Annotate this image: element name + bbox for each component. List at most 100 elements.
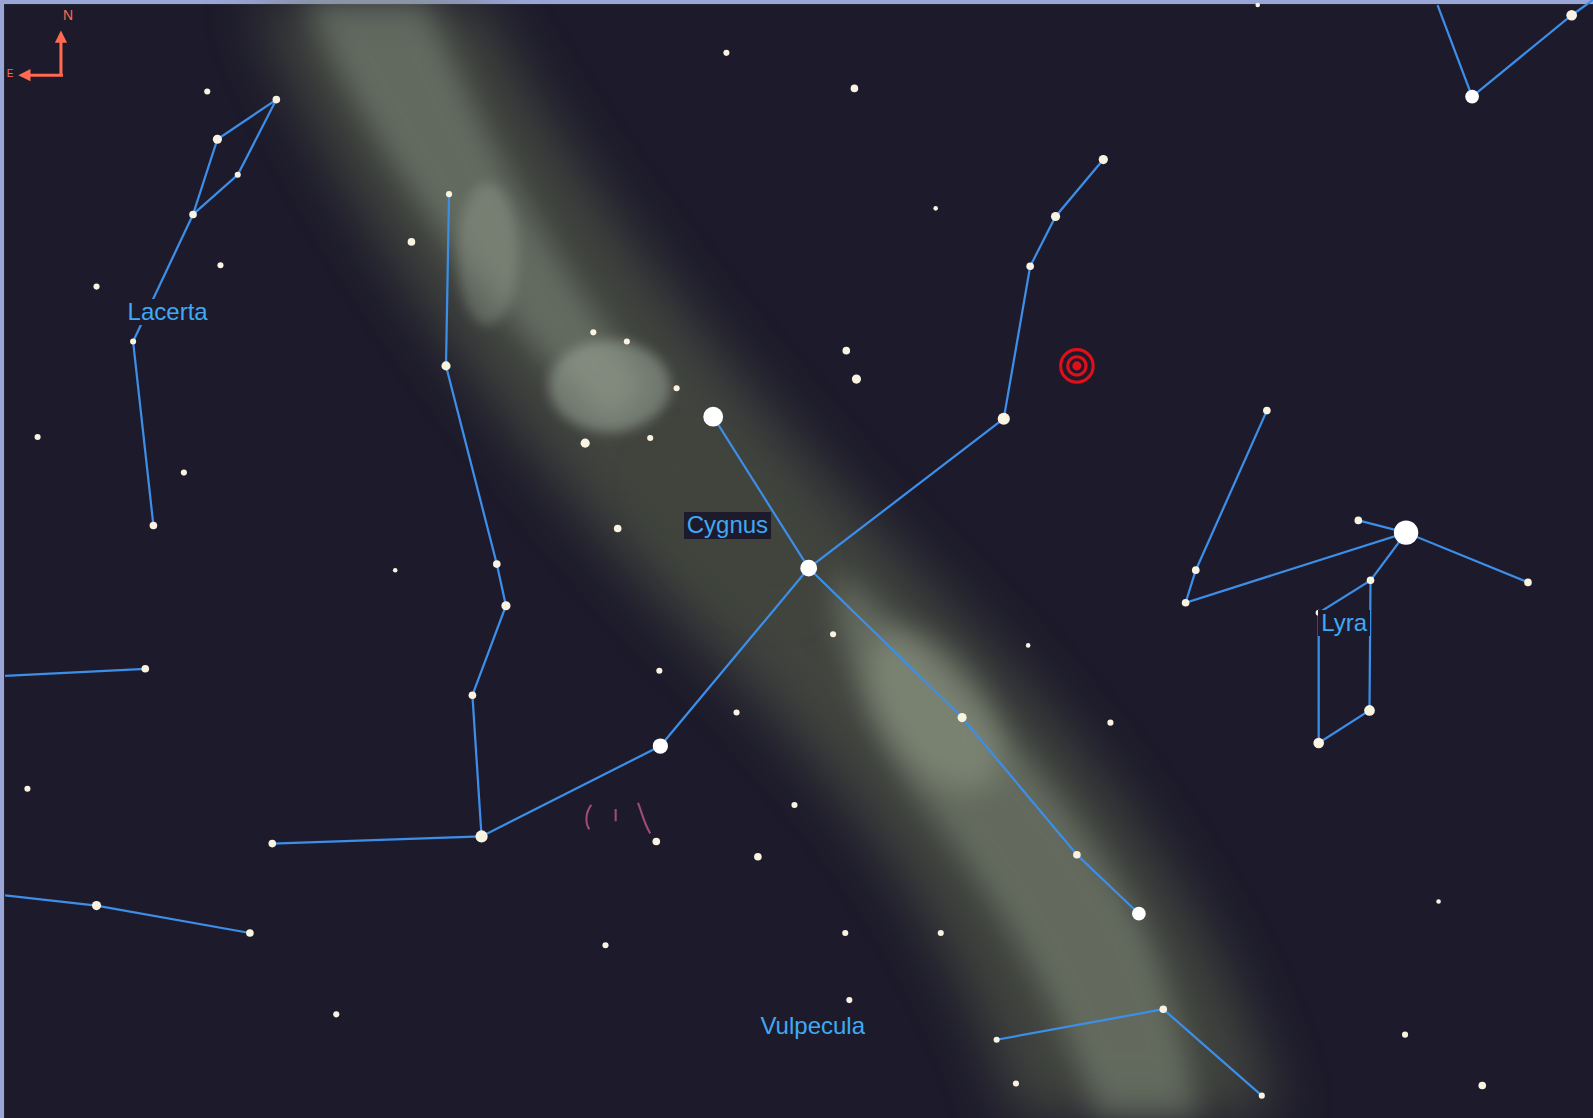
constellation-lines: [5, 0, 1593, 1096]
star: [791, 802, 797, 808]
star: [1013, 1080, 1019, 1086]
constellation-line: [1186, 411, 1528, 603]
compass: [18, 30, 67, 81]
star: [181, 470, 187, 476]
constellation-line: [997, 1009, 1262, 1095]
compass-letter: N: [63, 8, 73, 23]
star: [994, 1037, 1000, 1043]
star: [1051, 212, 1060, 221]
star: [1524, 579, 1532, 587]
constellation-name: Lacerta: [125, 299, 211, 325]
star: [1259, 1093, 1265, 1099]
star: [1465, 90, 1479, 104]
star: [1182, 599, 1190, 607]
star: [703, 407, 723, 427]
compass-letter: E: [7, 68, 14, 79]
star: [842, 347, 850, 355]
star: [846, 997, 852, 1003]
star: [1132, 907, 1146, 921]
star: [830, 631, 836, 637]
star: [1478, 1082, 1486, 1090]
star: [1566, 10, 1577, 21]
star: [501, 601, 510, 610]
star: [1255, 3, 1260, 8]
constellation-line: [5, 669, 145, 676]
star: [333, 1011, 339, 1017]
star: [723, 50, 729, 56]
star: [1099, 155, 1108, 164]
star: [590, 329, 596, 335]
star: [958, 713, 967, 722]
star: [754, 853, 762, 861]
star: [800, 560, 817, 577]
frame-edge: [0, 0, 4, 1118]
constellation-line: [1319, 520, 1406, 743]
constellation-line: [1438, 0, 1593, 97]
star: [446, 191, 452, 197]
star: [1192, 566, 1200, 574]
star: [204, 88, 210, 94]
star: [441, 361, 450, 370]
star: [1436, 899, 1441, 904]
star: [1107, 720, 1113, 726]
star: [475, 830, 487, 842]
star: [24, 786, 30, 792]
milky-way: [254, 0, 1280, 1118]
target-marker: [1061, 350, 1094, 383]
star: [852, 375, 861, 384]
star: [734, 709, 740, 715]
star: [141, 665, 149, 673]
star: [851, 85, 859, 93]
star: [1402, 1032, 1408, 1038]
star: [1026, 262, 1034, 270]
star: [408, 238, 416, 246]
star: [469, 691, 477, 699]
constellation-line: [272, 160, 1103, 844]
star: [1364, 705, 1375, 716]
constellation-line: [446, 194, 506, 836]
star: [581, 439, 590, 448]
star: [602, 942, 608, 948]
star: [150, 522, 158, 530]
star: [273, 96, 281, 104]
star: [1313, 738, 1324, 749]
star: [1355, 517, 1363, 525]
star: [938, 930, 944, 936]
star: [93, 284, 99, 290]
star: [189, 211, 197, 219]
star: [1394, 520, 1418, 544]
constellation-line: [713, 417, 1139, 914]
star: [213, 135, 222, 144]
star: [35, 434, 41, 440]
star: [1159, 1005, 1167, 1013]
constellation-line: [133, 214, 193, 525]
star: [217, 262, 223, 268]
star: [998, 413, 1010, 425]
constellation-line: [193, 100, 276, 215]
star: [652, 838, 660, 846]
nebula-mark: [586, 803, 650, 833]
star: [653, 738, 668, 753]
stars: [24, 3, 1577, 1099]
star: [235, 172, 241, 178]
star: [1026, 643, 1031, 648]
star: [1073, 851, 1081, 859]
star: [647, 435, 653, 441]
star: [842, 930, 848, 936]
star: [268, 840, 276, 848]
frame-edge: [0, 0, 1593, 4]
star: [1263, 407, 1271, 415]
star: [674, 385, 680, 391]
constellation-name: Lyra: [1318, 610, 1370, 636]
star: [130, 338, 136, 344]
star: [1367, 577, 1375, 585]
star: [933, 206, 938, 211]
star: [624, 338, 630, 344]
star: [493, 560, 501, 568]
star: [656, 668, 662, 674]
star: [246, 929, 254, 937]
constellation-name: Cygnus: [684, 512, 771, 538]
